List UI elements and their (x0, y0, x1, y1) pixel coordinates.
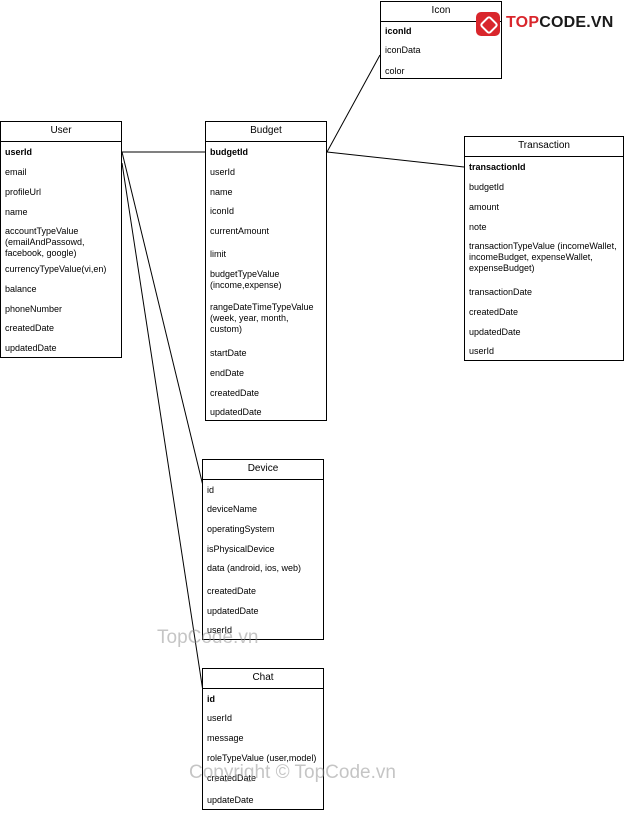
entity-field: createdDate (207, 586, 257, 596)
entity-field: name (5, 207, 28, 217)
entity-field: transactionDate (469, 287, 533, 297)
entity-title: Transaction (465, 137, 623, 157)
topcode-logo-icon (476, 12, 500, 36)
entity-field: updatedDate (469, 327, 521, 337)
entity-field: currencyTypeValue(vi,en) (5, 264, 107, 274)
entity-field: message (207, 733, 244, 743)
entity-field: endDate (210, 368, 245, 378)
entity-field: operatingSystem (207, 524, 275, 534)
logo-text: TOPCODE.VN (506, 14, 614, 32)
entity-title: Device (203, 460, 323, 480)
entity-field: transactionId (469, 162, 526, 172)
entity-field: data (android, ios, web) (207, 563, 302, 573)
entity-title: Icon (381, 2, 501, 22)
entity-icon: Icon iconId iconData color (380, 1, 502, 79)
entity-device: Device id deviceName operatingSystem isP… (202, 459, 324, 640)
entity-field: budgetTypeValue (income,expense) (210, 269, 282, 290)
entity-field: deviceName (207, 504, 258, 514)
entity-transaction: Transaction transactionId budgetId amoun… (464, 136, 624, 361)
relation-budget-transaction (326, 151, 465, 168)
entity-user: User userId email profileUrl name accoun… (0, 121, 122, 358)
entity-field: isPhysicalDevice (207, 544, 275, 554)
entity-field: amount (469, 202, 500, 212)
watermark-copyright: Copyright © TopCode.vn (189, 762, 396, 783)
entity-field: userId (469, 346, 495, 356)
entity-title: Chat (203, 669, 323, 689)
entity-field: phoneNumber (5, 304, 63, 314)
entity-field: name (210, 187, 233, 197)
entity-field: updatedDate (207, 606, 259, 616)
entity-field: iconId (385, 26, 412, 36)
logo-text-accent: TOP (506, 14, 540, 31)
entity-field: budgetId (469, 182, 505, 192)
relation-user-chat (121, 162, 205, 699)
entity-field: accountTypeValue (emailAndPassowd, faceb… (5, 226, 85, 258)
entity-field: createdDate (210, 388, 260, 398)
entity-title: User (1, 122, 121, 142)
entity-field: createdDate (207, 773, 257, 783)
entity-field: transactionTypeValue (incomeWallet, inco… (469, 241, 617, 273)
entity-field: userId (207, 713, 233, 723)
relation-budget-icon (326, 54, 381, 153)
entity-field: userId (210, 167, 236, 177)
entity-field: currentAmount (210, 226, 270, 236)
entity-field: id (207, 694, 215, 704)
entity-field: userId (5, 147, 33, 157)
entity-field: limit (210, 249, 226, 259)
entity-field: createdDate (469, 307, 519, 317)
entity-field: id (207, 485, 215, 495)
entity-field: iconData (385, 45, 421, 55)
entity-field: updatedDate (5, 343, 57, 353)
entity-field: updatedDate (210, 407, 262, 417)
entity-field: roleTypeValue (user,model) (207, 753, 317, 763)
entity-field: profileUrl (5, 187, 42, 197)
watermark-site: TopCode.vn (157, 627, 259, 648)
entity-field: updateDate (207, 795, 254, 805)
entity-field: rangeDateTimeTypeValue (week, year, mont… (210, 302, 314, 334)
logo-text-dark: CODE.VN (539, 14, 614, 31)
entity-budget: Budget budgetId userId name iconId curre… (205, 121, 327, 421)
topcode-logo: TOPCODE.VN (476, 11, 613, 37)
entity-field: balance (5, 284, 37, 294)
entity-chat: Chat id userId message roleTypeValue (us… (202, 668, 324, 810)
entity-field: startDate (210, 348, 247, 358)
entity-title: Budget (206, 122, 326, 142)
relation-user-device (121, 151, 205, 491)
entity-field: createdDate (5, 323, 55, 333)
entity-field: budgetId (210, 147, 248, 157)
entity-field: iconId (210, 206, 235, 216)
entity-field: userId (207, 625, 233, 635)
entity-field: email (5, 167, 27, 177)
entity-field: note (469, 222, 487, 232)
entity-field: color (385, 66, 405, 76)
